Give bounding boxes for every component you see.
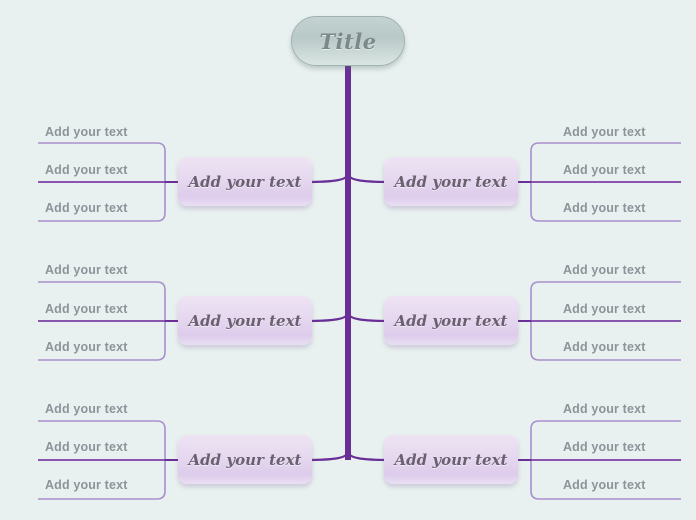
leaf-label: Add your text	[45, 478, 128, 492]
leaf-row3-left-3[interactable]: Add your text	[45, 478, 128, 492]
root-node[interactable]: Title	[291, 16, 405, 66]
leaf-label: Add your text	[563, 302, 646, 316]
leaf-label: Add your text	[563, 163, 646, 177]
branch-node-label: Add your text	[188, 311, 302, 330]
branch-node-label: Add your text	[394, 450, 508, 469]
leaf-row2-right-3[interactable]: Add your text	[563, 340, 646, 354]
leaf-row3-right-2[interactable]: Add your text	[563, 440, 646, 454]
leaf-label: Add your text	[563, 201, 646, 215]
branch-node-row3-left[interactable]: Add your text	[178, 435, 312, 484]
leaf-label: Add your text	[45, 302, 128, 316]
leaf-row3-left-1[interactable]: Add your text	[45, 402, 128, 416]
leaf-row2-left-3[interactable]: Add your text	[45, 340, 128, 354]
leaf-row2-right-1[interactable]: Add your text	[563, 263, 646, 277]
leaf-row3-left-2[interactable]: Add your text	[45, 440, 128, 454]
branch-node-label: Add your text	[394, 172, 508, 191]
branch-node-label: Add your text	[188, 172, 302, 191]
leaf-row3-right-3[interactable]: Add your text	[563, 478, 646, 492]
branch-node-row1-right[interactable]: Add your text	[384, 157, 518, 206]
leaf-label: Add your text	[45, 125, 128, 139]
leaf-row1-left-2[interactable]: Add your text	[45, 163, 128, 177]
leaf-label: Add your text	[45, 440, 128, 454]
leaf-row1-left-3[interactable]: Add your text	[45, 201, 128, 215]
leaf-label: Add your text	[563, 402, 646, 416]
branch-node-label: Add your text	[394, 311, 508, 330]
root-node-label: Title	[319, 28, 377, 54]
leaf-row1-right-1[interactable]: Add your text	[563, 125, 646, 139]
leaf-row3-right-1[interactable]: Add your text	[563, 402, 646, 416]
leaf-row2-left-2[interactable]: Add your text	[45, 302, 128, 316]
leaf-row2-left-1[interactable]: Add your text	[45, 263, 128, 277]
leaf-label: Add your text	[45, 402, 128, 416]
leaf-label: Add your text	[563, 125, 646, 139]
leaf-label: Add your text	[563, 478, 646, 492]
leaf-row2-right-2[interactable]: Add your text	[563, 302, 646, 316]
leaf-label: Add your text	[563, 263, 646, 277]
leaf-row1-left-1[interactable]: Add your text	[45, 125, 128, 139]
leaf-label: Add your text	[45, 163, 128, 177]
leaf-label: Add your text	[563, 440, 646, 454]
branch-node-row2-left[interactable]: Add your text	[178, 296, 312, 345]
leaf-label: Add your text	[45, 263, 128, 277]
branch-node-row1-left[interactable]: Add your text	[178, 157, 312, 206]
branch-node-row3-right[interactable]: Add your text	[384, 435, 518, 484]
leaf-row1-right-3[interactable]: Add your text	[563, 201, 646, 215]
leaf-label: Add your text	[45, 340, 128, 354]
branch-node-label: Add your text	[188, 450, 302, 469]
branch-node-row2-right[interactable]: Add your text	[384, 296, 518, 345]
leaf-label: Add your text	[563, 340, 646, 354]
leaf-row1-right-2[interactable]: Add your text	[563, 163, 646, 177]
leaf-label: Add your text	[45, 201, 128, 215]
